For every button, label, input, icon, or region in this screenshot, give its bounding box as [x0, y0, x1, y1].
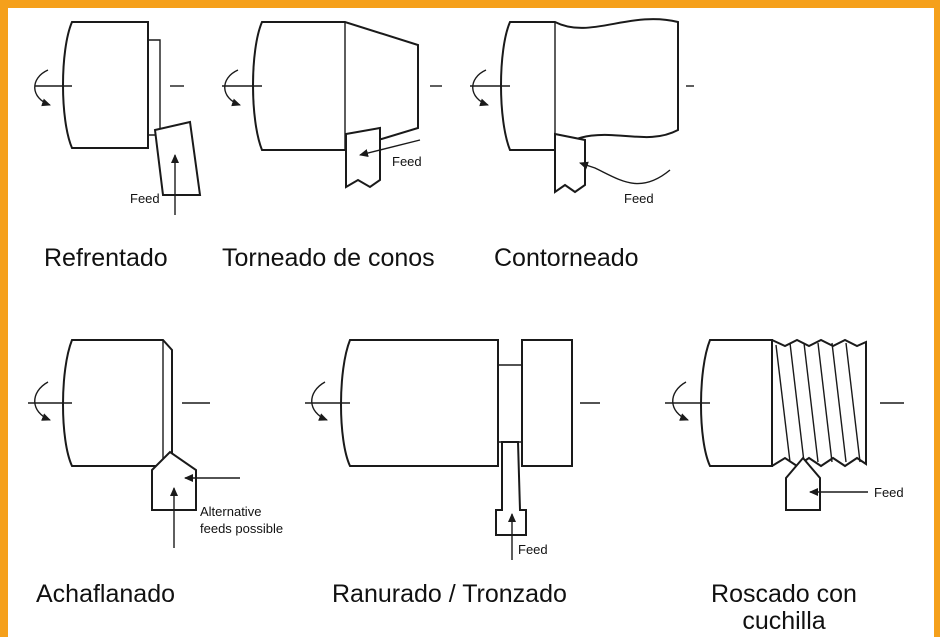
contour-tool	[554, 132, 586, 194]
caption-facing: Refrentado	[44, 244, 168, 272]
rotation-arrow-icon	[224, 69, 241, 107]
taper-tool	[345, 126, 381, 189]
rotation-arrow-icon	[311, 381, 328, 421]
workpiece-grooving	[340, 339, 499, 467]
rotation-arrow-icon	[672, 381, 689, 421]
feed-arrow-icon	[359, 139, 421, 157]
feed-path-icon	[579, 161, 671, 185]
workpiece-chamfer	[62, 339, 173, 467]
facing-tool	[153, 120, 202, 196]
contour-diagram: Feed	[470, 18, 694, 206]
threading-feed-label: Feed	[874, 485, 904, 500]
workpiece-taper	[252, 21, 419, 151]
rotation-arrow-icon	[472, 69, 489, 107]
chamfer-tool	[151, 450, 197, 511]
taper-feed-label: Feed	[392, 154, 422, 169]
chamfer-label-line2: feeds possible	[200, 521, 283, 536]
facing-feed-label: Feed	[130, 191, 160, 206]
workpiece-threading	[700, 339, 773, 467]
contour-feed-label: Feed	[624, 191, 654, 206]
chamfer-diagram: Alternative feeds possible	[28, 339, 283, 548]
thread-profile	[771, 338, 867, 468]
grooving-diagram: Feed	[305, 339, 600, 560]
grooving-feed-label: Feed	[518, 542, 548, 557]
workpiece-facing	[62, 21, 149, 149]
rotation-arrow-icon	[34, 381, 51, 421]
threading-diagram: Feed	[665, 338, 904, 511]
caption-taper-turning: Torneado de conos	[222, 244, 435, 272]
caption-threading-line2: cuchilla	[742, 607, 826, 635]
parting-tool	[495, 441, 527, 536]
workpiece-end-section	[521, 339, 573, 467]
caption-contour-turning: Contorneado	[494, 244, 639, 272]
chamfer-label-line1: Alternative	[200, 504, 261, 519]
rotation-arrow-icon	[34, 69, 51, 107]
workpiece-contour	[500, 18, 679, 151]
caption-chamfering: Achaflanado	[36, 580, 176, 608]
taper-diagram: Feed	[222, 21, 442, 189]
caption-grooving: Ranurado / Tronzado	[332, 580, 567, 608]
facing-diagram: Feed	[34, 21, 202, 215]
caption-threading-line1: Roscado con	[711, 580, 857, 608]
threading-tool	[785, 456, 821, 511]
